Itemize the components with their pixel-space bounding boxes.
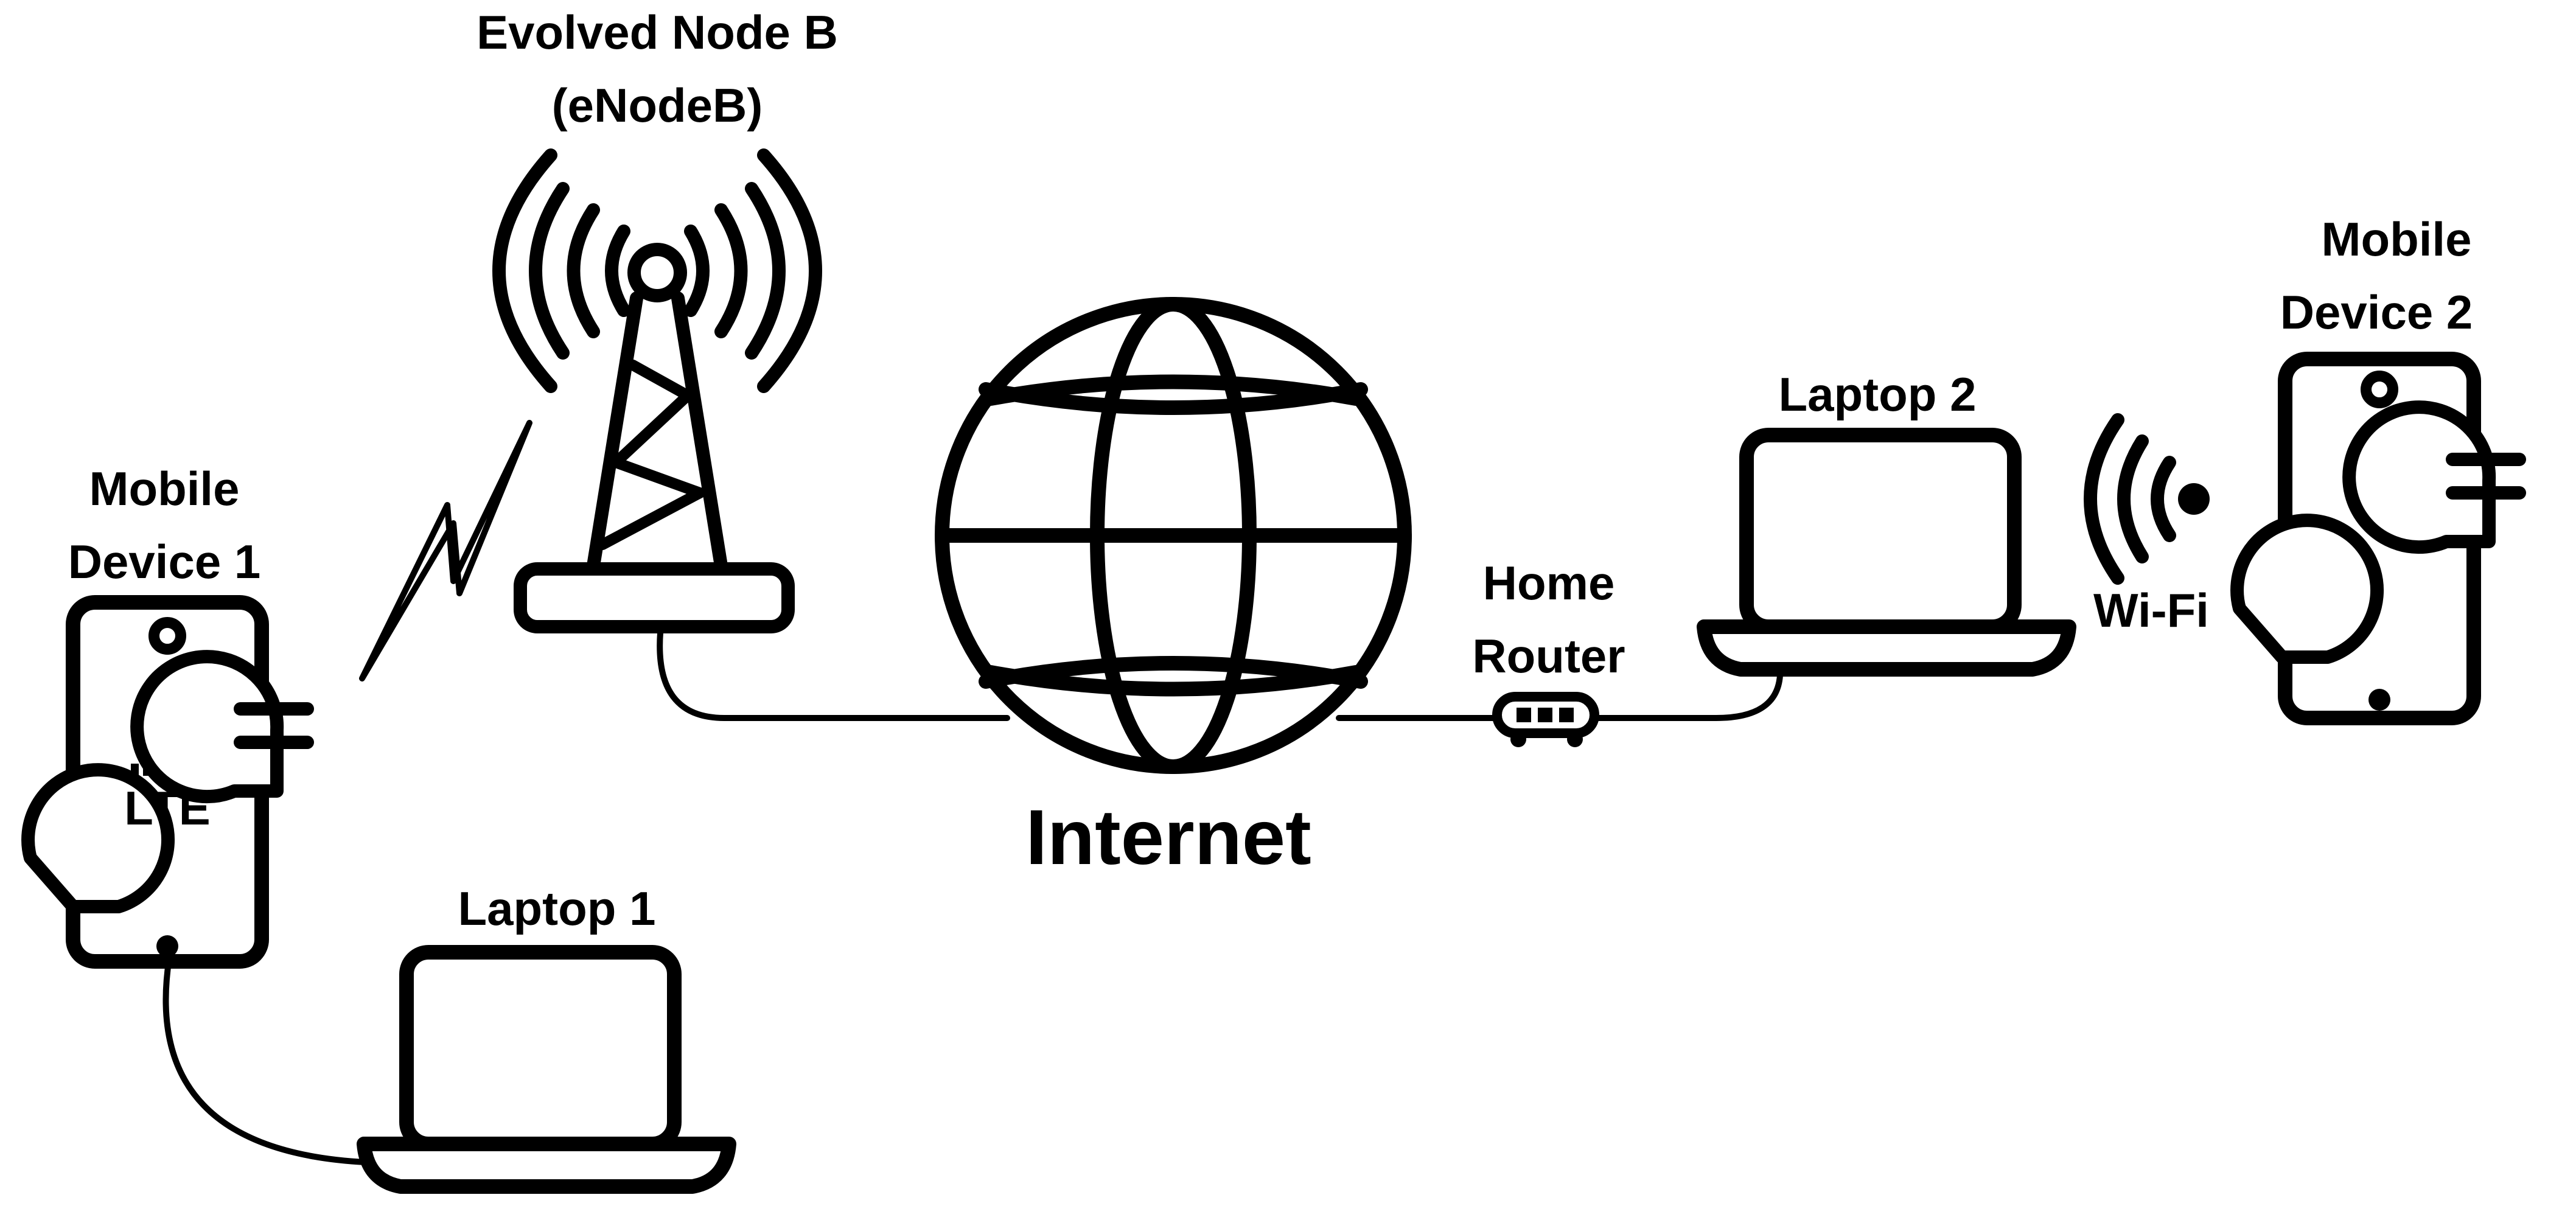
laptop2-label: Laptop 2 bbox=[1779, 368, 1977, 421]
tower-to-internet-link bbox=[657, 630, 1010, 721]
router-icon bbox=[1492, 692, 1599, 747]
chat-bubble-icon bbox=[21, 763, 175, 913]
cell-tower-icon bbox=[492, 148, 822, 633]
enodeb-label-line2: (eNodeB) bbox=[552, 78, 763, 132]
router-to-laptop2-link bbox=[1591, 672, 1783, 721]
internet-label: Internet bbox=[1025, 794, 1311, 881]
labels: Evolved Node B (eNodeB) Mobile Device 1 … bbox=[68, 5, 2473, 935]
lightning-bolt-icon bbox=[359, 420, 532, 681]
laptop-1-icon bbox=[357, 945, 736, 1194]
chat-bubble-icon bbox=[2342, 400, 2526, 554]
laptop-2-icon bbox=[1697, 428, 2076, 677]
mobile-device-2-icon bbox=[2230, 352, 2526, 725]
chat-bubble-icon bbox=[130, 650, 314, 804]
mobile1-to-laptop1-link bbox=[162, 955, 368, 1165]
router-label-line2: Router bbox=[1472, 629, 1625, 683]
wifi-icon bbox=[2084, 413, 2210, 585]
chat-bubble-icon bbox=[2230, 514, 2384, 664]
connection-lines bbox=[162, 630, 1783, 1165]
laptop1-label: Laptop 1 bbox=[458, 882, 656, 935]
mobile2-label-line1: Mobile bbox=[2322, 212, 2472, 266]
mobile2-label-line2: Device 2 bbox=[2280, 285, 2473, 339]
router-label-line1: Home bbox=[1483, 556, 1615, 610]
mobile1-label-line1: Mobile bbox=[89, 462, 240, 515]
wifi-label: Wi-Fi bbox=[2093, 584, 2209, 637]
lte-label: LTE bbox=[124, 781, 211, 835]
mobile-device-1-icon bbox=[21, 595, 314, 969]
globe-icon bbox=[935, 297, 1412, 774]
enodeb-label-line1: Evolved Node B bbox=[476, 5, 838, 59]
mobile1-label-line2: Device 1 bbox=[68, 535, 261, 588]
